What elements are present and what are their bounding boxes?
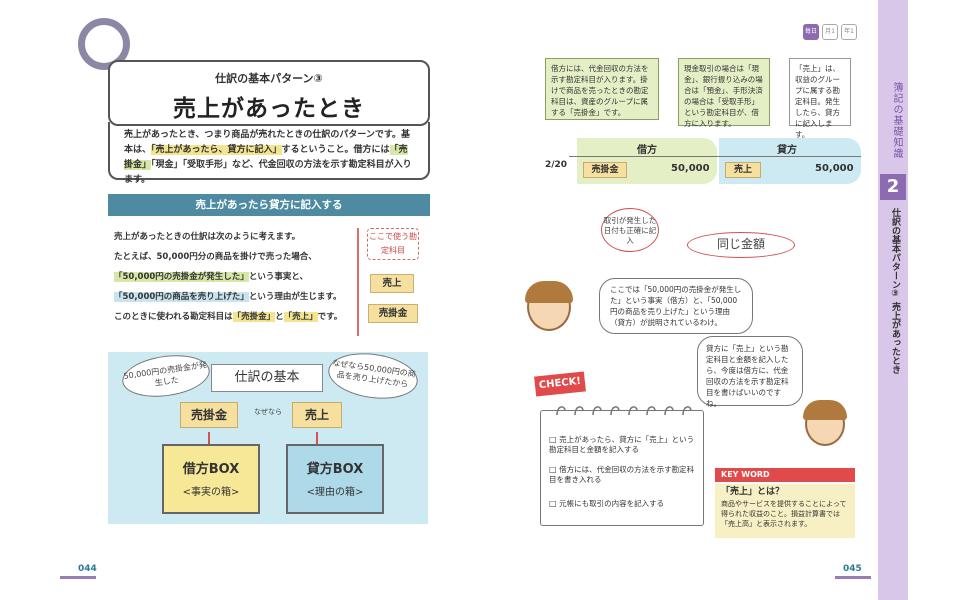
tab-yearly: 年1 [841,24,857,40]
note-debit: 借方には、代金回収の方法を示す勘定科目が入ります。掛けで商品を売ったときの勘定科… [545,58,659,120]
checklist-item: 元帳にも取引の内容を記入する [549,499,697,509]
credit-heading: 貸方 [777,145,797,156]
title-subheading: 仕訳の基本パターン③ [215,72,323,85]
page-line-right [835,576,871,579]
checklist-item: 借方には、代金回収の方法を示す勘定科目を書き入れる [549,465,697,485]
woman-face-icon [525,281,573,331]
divider-line [357,228,359,336]
diagram-chip-receivable: 売掛金 [180,402,238,428]
entry-date: 2/20 [545,160,568,170]
checklist-notepad: 売上があったら、貸方に「売上」という勘定科目と金額を記入する 借方には、代金回収… [540,406,704,526]
diagram-chip-sales: 売上 [292,402,342,428]
note-cash: 現金取引の場合は「現金」、銀行振り込みの場合は「預金」、手形決済の場合は「受取手… [678,58,770,128]
account-chip-receivable: 売掛金 [368,304,418,323]
speech-bubble-reason: なぜなら50,000円の商品を売り上げたから [325,347,421,405]
page-number-left: 044 [78,564,97,574]
page-line-left [60,576,96,579]
binder-ring-icon [78,18,130,70]
learner-bubble: 貸方に「売上」という勘定科目と金額を記入したら、今度は借方に、代金回収の方法を示… [697,336,803,408]
tab-daily: 毎日 [803,24,819,40]
credit-account: 売上 [725,162,761,178]
speech-bubble-fact: 50,000円の売掛金が発生した [119,350,213,402]
journal-diagram: 50,000円の売掛金が発生した 仕訳の基本 なぜなら50,000円の商品を売り… [108,347,428,524]
body-text: 売上があったときの仕訳は次のように考えます。 たとえば、50,000円分の商品を… [114,232,343,322]
spiral-binding-icon [556,406,692,416]
entry-rule [569,156,861,157]
keyword-text: 商品やサービスを提供することによって得られた収益のこと。損益計算書では「売上高」… [721,500,847,528]
chapter-side-strip [878,0,908,600]
because-label: なぜなら [254,408,282,416]
section-side-label: 仕訳の基本パターン③ 売上があったとき [890,208,900,375]
note-sales: 「売上」は、収益のグループに属する勘定科目。発生したら、貸方に記入します。 [789,58,851,139]
keyword-box: 「売上」とは？ 商品やサービスを提供することによって得られた収益のこと。損益計算… [715,484,855,538]
credit-column: 貸方 売上 50,000 [719,138,861,184]
explanation-bubble: ここでは「50,000円の売掛金が発生した」という事実（借方）と、「50,000… [599,278,753,334]
debit-account: 売掛金 [583,162,627,178]
same-amount-note: 同じ金額 [687,232,795,258]
debit-heading: 借方 [637,145,657,156]
tab-monthly: 月1 [822,24,838,40]
diagram-title: 仕訳の基本 [211,364,323,392]
date-note: 取引が発生した日付も正確に記入 [601,208,659,252]
debit-amount: 50,000 [671,163,710,174]
section-heading: 売上があったら貸方に記入する [108,194,430,216]
page-number-right: 045 [843,564,862,574]
chapter-number: 2 [880,174,906,200]
debit-box: 借方BOX <事実の箱> [162,444,260,514]
account-chip-sales: 売上 [370,274,414,293]
journal-entry: 2/20 借方 売掛金 50,000 貸方 売上 50,000 [545,138,861,188]
debit-column: 借方 売掛金 50,000 [577,138,717,184]
chapter-label: 簿記の基礎知識 [891,82,902,159]
credit-box: 貸方BOX <理由の箱> [286,444,384,514]
checklist-item: 売上があったら、貸方に「売上」という勘定科目と金額を記入する [549,435,697,455]
frequency-tabs: 毎日 月1 年1 [803,24,857,40]
credit-amount: 50,000 [815,163,854,174]
left-page: 仕訳の基本パターン③ 売上があったとき 売上があったとき、つまり商品が売れたとき… [60,18,430,579]
page-title: 売上があったとき [173,96,365,122]
intro-paragraph: 売上があったとき、つまり商品が売れたときの仕訳のパターンです。基本は、「売上があ… [108,122,430,185]
keyword-title: 「売上」とは？ [721,487,785,497]
keyword-heading: KEY WORD [715,468,855,482]
accounts-note: ここで使う勘定科目 [367,228,419,260]
title-card: 仕訳の基本パターン③ 売上があったとき [108,60,430,126]
check-label: CHECK! [534,371,586,397]
girl-face-icon [803,400,847,446]
